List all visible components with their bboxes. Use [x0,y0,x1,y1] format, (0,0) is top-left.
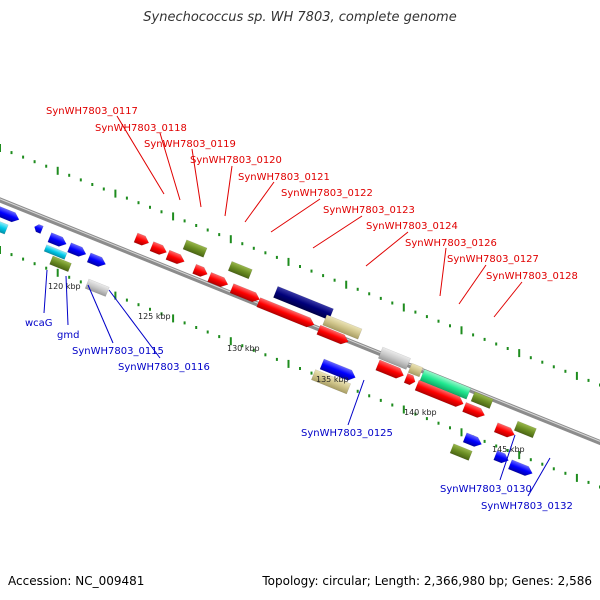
gene-feature [256,297,315,328]
gene-feature [311,369,352,395]
gene-feature [449,443,473,461]
gene-feature [34,224,44,234]
accession-text: Accession: NC_009481 [8,574,145,588]
gene-feature [316,324,349,345]
gene-feature [165,249,185,265]
top-callouts [116,115,523,318]
callout-line [191,148,202,208]
callout-line [347,379,365,426]
callout-line [439,247,447,297]
genome-summary-text: Topology: circular; Length: 2,366,980 bp… [262,574,592,588]
gene-feature [43,244,68,260]
callout-line [365,231,409,267]
callout-line [108,289,161,359]
gene-feature [0,203,20,223]
gene-label-synwh7803-0124: SynWH7803_0124 [366,221,458,232]
gene-feature [507,459,533,476]
gene-feature [403,373,416,386]
gene-feature [375,359,404,379]
callout-line [116,115,165,195]
gene-feature [319,358,356,381]
tick-label-130kbp: 130 kbp [227,344,260,353]
gene-feature [49,255,72,273]
gene-label-synwh7803-0125: SynWH7803_0125 [301,428,393,439]
gene-label-synwh7803-0132: SynWH7803_0132 [481,501,573,512]
gene-feature [84,278,110,297]
gene-label-wcag: wcaG [25,318,53,329]
gene-label-synwh7803-0128: SynWH7803_0128 [486,271,578,282]
map-title: Synechococcus sp. WH 7803, complete geno… [143,10,457,25]
gene-label-synwh7803-0120: SynWH7803_0120 [190,155,282,166]
callout-line [493,281,523,318]
gene-feature [470,391,494,409]
gene-feature [229,283,260,303]
gene-label-synwh7803-0117: SynWH7803_0117 [46,106,138,117]
gene-feature [86,252,106,267]
gene-feature [462,402,486,418]
callout-line [458,264,487,305]
callout-line [43,269,48,314]
gene-label-synwh7803-0122: SynWH7803_0122 [281,188,373,199]
gene-feature [67,242,87,257]
gene-label-synwh7803-0118: SynWH7803_0118 [95,123,187,134]
gene-feature [462,432,482,447]
bottom-callouts [43,269,551,497]
gene-feature [377,346,411,370]
gene-label-synwh7803-0115: SynWH7803_0115 [72,346,164,357]
gene-feature [182,239,208,258]
gene-feature [414,379,464,408]
callout-line [312,215,363,249]
gene-feature [133,232,150,246]
gene-label-gmd: gmd [57,330,79,341]
tick-label-145kbp: 145 kbp [492,445,525,454]
gene-label-synwh7803-0121: SynWH7803_0121 [238,172,330,183]
gene-label-synwh7803-0130: SynWH7803_0130 [440,484,532,495]
callout-line [65,275,69,326]
callout-line [527,457,551,497]
gene-feature [513,420,537,439]
gene-feature [493,422,515,438]
gene-feature [419,369,472,400]
genome-backbone-highlight [0,191,600,462]
callout-line [224,165,233,217]
gene-label-synwh7803-0123: SynWH7803_0123 [323,205,415,216]
callout-line [499,434,516,481]
gene-feature [0,216,9,235]
callout-line [159,132,181,201]
gene-feature [207,272,229,288]
gene-feature [47,232,67,247]
callout-line [244,181,275,223]
gene-label-synwh7803-0116: SynWH7803_0116 [118,362,210,373]
gene-label-synwh7803-0119: SynWH7803_0119 [144,139,236,150]
backbone-group [0,190,600,465]
gene-label-synwh7803-0126: SynWH7803_0126 [405,238,497,249]
gene-feature [407,362,424,378]
gene-feature [493,450,509,464]
tick-label-120kbp: 120 kbp [48,282,81,291]
callout-line [270,198,321,233]
gene-feature [192,263,208,277]
tick-label-125kbp: 125 kbp [138,312,171,321]
gene-track [0,203,537,476]
tick-label-135kbp: 135 kbp [316,375,349,384]
gene-label-synwh7803-0127: SynWH7803_0127 [447,254,539,265]
tick-label-140kbp: 140 kbp [404,408,437,417]
genome-backbone [0,190,600,465]
gene-feature [227,261,253,280]
gene-feature [322,314,363,340]
callout-line [87,284,114,344]
gene-feature [149,241,167,255]
